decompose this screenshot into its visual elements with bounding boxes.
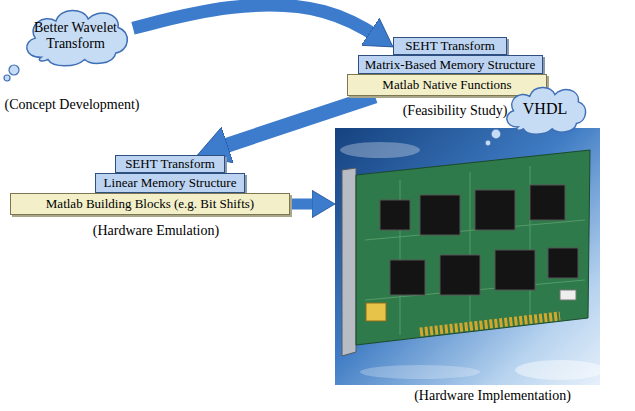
stage-caption: (Concept Development) — [0, 97, 182, 113]
caption-slot: (Hardware Emulation) — [46, 223, 266, 239]
stack-layer: SEHT Transform — [115, 155, 225, 173]
stack-layer: Linear Memory Structure — [95, 173, 245, 193]
stage-caption: (Feasibility Study) — [345, 103, 565, 119]
chip — [440, 255, 480, 295]
caption-slot: (Feasibility Study) — [345, 103, 565, 119]
hardware-photo: (Hardware Implementation)VHDL — [335, 128, 600, 385]
chip — [530, 185, 565, 220]
flow-arrow — [198, 96, 376, 155]
chip — [420, 195, 460, 235]
thought-bubble — [491, 129, 501, 139]
thought-bubble — [9, 65, 19, 75]
node-label: Matlab Building Blocks (e.g. Bit Shifts) — [46, 197, 254, 211]
photo-background — [335, 128, 600, 385]
chip — [390, 260, 425, 295]
cloud-shape — [507, 87, 586, 134]
thought-bubble — [4, 75, 10, 81]
cloud-shape — [27, 10, 128, 65]
stage-caption: (Hardware Implementation) — [360, 388, 625, 404]
flow-arrow — [290, 199, 335, 210]
water-ripple — [360, 365, 480, 379]
node-label: Matlab Native Functions — [382, 78, 511, 92]
thought-cloud: VHDL — [500, 82, 590, 136]
caption-slot: (Concept Development) — [0, 97, 182, 113]
thought-bubble — [485, 140, 491, 146]
component — [366, 303, 386, 321]
water-ripple — [340, 142, 420, 158]
stack-layer: Matrix-Based Memory Structure — [358, 55, 543, 74]
node-label: SEHT Transform — [405, 39, 495, 53]
stage-caption: (Hardware Emulation) — [46, 223, 266, 239]
edge-connector — [420, 316, 560, 332]
node-label: Better Wavelet Transform — [31, 20, 120, 52]
node-label: Matrix-Based Memory Structure — [365, 58, 535, 72]
flow-arrow — [133, 5, 393, 47]
card-bracket — [342, 168, 356, 356]
node-label: SEHT Transform — [125, 157, 215, 171]
chip — [380, 200, 410, 230]
chips — [380, 185, 578, 295]
chip — [495, 250, 535, 290]
chip — [475, 190, 515, 230]
stack-layer: SEHT Transform — [393, 37, 507, 55]
component — [560, 290, 576, 300]
circuit-board — [356, 150, 590, 345]
node-label: VHDL — [513, 100, 577, 118]
thought-cloud: Better Wavelet Transform — [18, 4, 133, 68]
water-ripple — [515, 360, 605, 380]
board-traces — [365, 166, 585, 335]
base-layer: Matlab Native Functions — [347, 74, 547, 96]
chip — [548, 248, 578, 278]
base-layer: Matlab Building Blocks (e.g. Bit Shifts) — [10, 193, 290, 215]
node-label: Linear Memory Structure — [104, 176, 237, 190]
